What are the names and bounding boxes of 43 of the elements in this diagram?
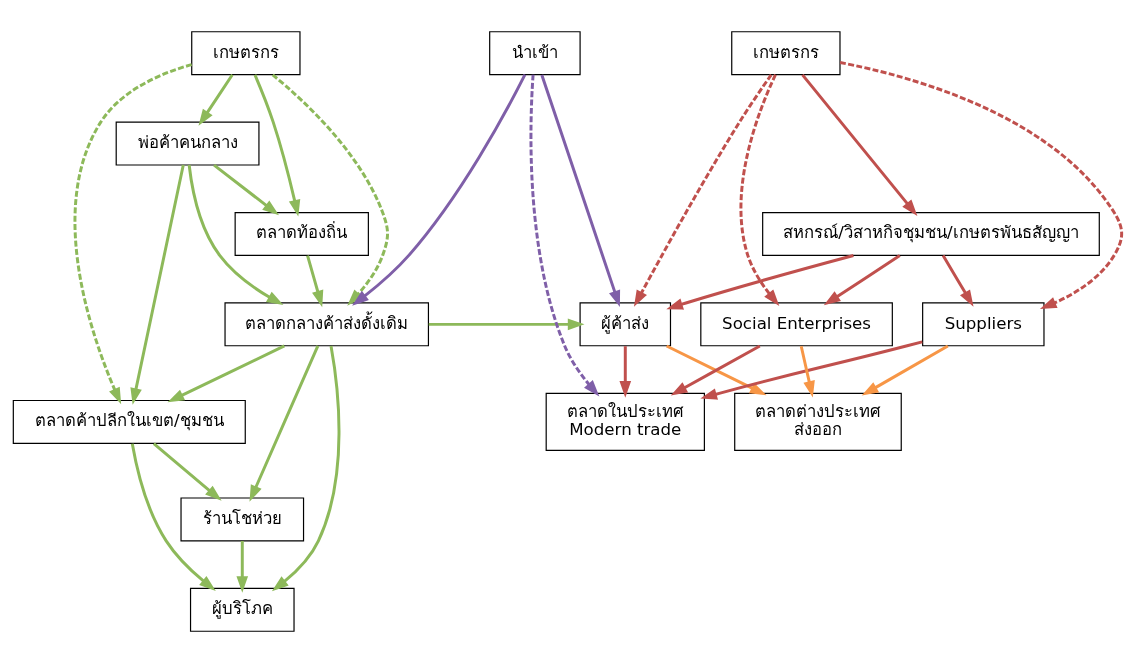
node-box: Suppliers — [922, 302, 1045, 347]
arrow — [941, 254, 974, 307]
arrow — [823, 254, 901, 306]
node-box: เกษตรกร — [731, 31, 841, 76]
arrow — [73, 63, 193, 405]
arrow — [167, 344, 286, 403]
arrow — [540, 74, 621, 308]
node-box: ผู้บริโภค — [189, 587, 295, 632]
arrow — [700, 340, 923, 400]
node-box: ตลาดค้าปลีกในเขต/ชุมชน — [12, 399, 246, 444]
arrow — [352, 73, 527, 306]
node-box: ตลาดกลางค้าส่งดั้งเดิม — [224, 302, 430, 347]
node-box: ผู้ค้าส่ง — [579, 302, 672, 347]
arrow — [529, 74, 600, 397]
arrow — [130, 164, 185, 405]
arrow — [249, 345, 320, 502]
arrow — [253, 74, 301, 217]
arrow — [236, 541, 249, 593]
arrow — [130, 443, 216, 591]
arrow — [739, 74, 780, 306]
arrow — [428, 318, 585, 331]
arrow — [801, 73, 918, 217]
node-box: สหกรณ์/วิสาหกิจชุมชน/เกษตรพันธสัญญา — [762, 211, 1100, 256]
arrow — [152, 442, 222, 501]
node-box: เกษตรกร — [191, 31, 301, 76]
arrow — [799, 345, 815, 398]
node-box: ตลาดต่างประเทศ ส่งออก — [734, 392, 902, 452]
node-box: พ่อค้าคนกลาง — [115, 121, 260, 166]
arrow — [187, 164, 284, 305]
arrow — [666, 254, 854, 310]
node-box: ตลาดท้องถิ่น — [234, 211, 369, 256]
arrow — [619, 346, 632, 398]
node-box: นำเข้า — [489, 31, 581, 76]
arrow — [213, 164, 279, 216]
node-box: ร้านโชห่วย — [180, 497, 305, 542]
arrow — [271, 345, 341, 592]
arrow — [633, 73, 773, 307]
arrow — [198, 73, 234, 126]
arrow — [861, 344, 949, 396]
node-box: ตลาดในประเทศ Modern trade — [545, 392, 705, 452]
node-box: Social Enterprises — [700, 302, 893, 347]
arrow — [839, 61, 1124, 309]
arrow — [306, 255, 324, 308]
